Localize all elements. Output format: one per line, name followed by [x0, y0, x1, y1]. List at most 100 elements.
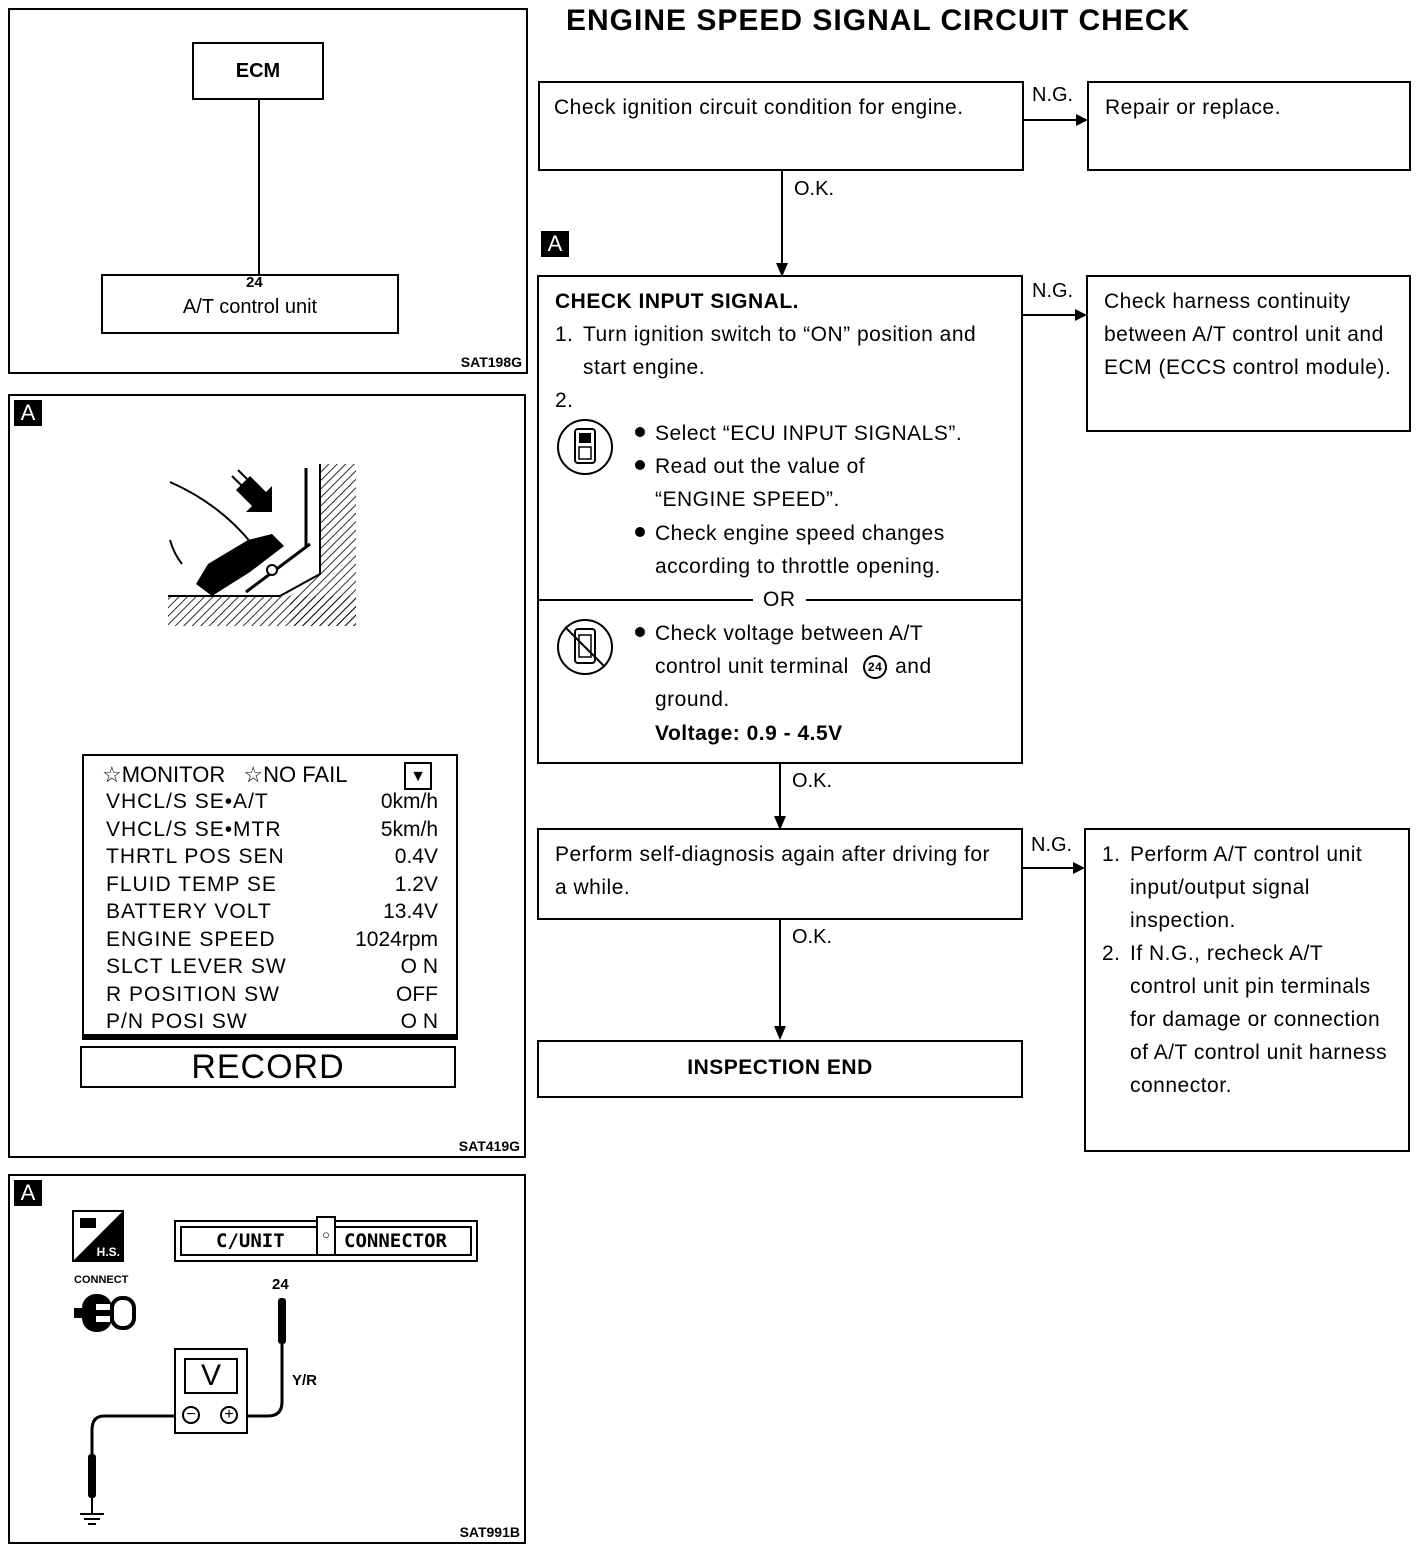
monitor-item-value: OFF	[396, 982, 438, 1006]
monitor-item-label: FLUID TEMP SE	[106, 872, 277, 896]
ng-label: N.G.	[1032, 280, 1074, 302]
monitor-item-label: R POSITION SW	[106, 982, 281, 1006]
monitor-item-value: 1024rpm	[355, 927, 438, 951]
monitor-item-value: 0km/h	[380, 790, 438, 813]
box2-step1-num: 1.	[555, 323, 574, 346]
ng-arrow	[1023, 862, 1085, 874]
bullet-icon	[635, 427, 645, 438]
ref-tag-a: A	[14, 400, 42, 426]
flow-box-repair: Repair or replace.	[1087, 81, 1411, 171]
box2-bullet-2: Read out the value of “ENGINE SPEED”.	[635, 450, 915, 516]
bullet-icon	[635, 460, 645, 471]
box2-bullet-1: Select “ECU INPUT SIGNALS”.	[635, 417, 1015, 450]
flow-text: Check harness continuity between A/T con…	[1104, 290, 1392, 379]
scroll-down-icon[interactable]: ▼	[404, 762, 432, 790]
box2-bullet-4: Check voltage between A/T control unit t…	[635, 617, 995, 716]
monitor-item-value: 1.2V	[394, 872, 438, 896]
bullet-icon	[635, 527, 645, 538]
connect-label: CONNECT	[74, 1274, 129, 1286]
at-control-unit-box: A/T control unit	[101, 274, 399, 334]
accelerator-pedal-illustration	[168, 464, 356, 626]
monitor-item-value: O N	[400, 955, 438, 978]
ok-arrow	[774, 764, 786, 830]
page-title: ENGINE SPEED SIGNAL CIRCUIT CHECK	[566, 4, 1191, 37]
ok-label: O.K.	[792, 926, 833, 948]
figure-id: SAT419G	[458, 1138, 520, 1154]
ng-label: N.G.	[1032, 84, 1074, 106]
flow-text: Perform self-diagnosis again after drivi…	[555, 843, 991, 899]
or-label: OR	[753, 583, 806, 616]
plus-terminal-icon: +	[220, 1406, 238, 1424]
ng-arrow	[1023, 309, 1087, 321]
ng-label: N.G.	[1031, 834, 1073, 856]
box2-step1: Turn ignition switch to “ON” position an…	[583, 323, 977, 379]
figure-id: SAT991B	[459, 1524, 520, 1540]
flow-box-ignition-check: Check ignition circuit condition for eng…	[538, 81, 1024, 171]
flow-box-inspection-end: INSPECTION END	[537, 1040, 1023, 1098]
bullet-icon	[635, 627, 645, 638]
screen-bottom-rule	[84, 1034, 456, 1038]
ecm-wire	[258, 100, 260, 276]
monitor-item-label: THRTL POS SEN	[106, 845, 285, 868]
monitor-header: ☆MONITOR ☆NO FAIL	[102, 762, 347, 788]
ok-arrow	[774, 920, 786, 1040]
ok-label: O.K.	[792, 770, 833, 792]
voltage-spec: Voltage: 0.9 - 4.5V	[655, 722, 843, 745]
ref-tag-a: A	[14, 1180, 42, 1206]
flow-box-signal-inspection: 1.Perform A/T control unit input/output …	[1084, 828, 1410, 1152]
monitor-item-value: 0.4V	[394, 845, 438, 868]
monitor-item-label: ENGINE SPEED	[106, 927, 276, 951]
connector-label: CONNECTOR	[344, 1230, 447, 1252]
record-button[interactable]: RECORD	[80, 1046, 456, 1088]
inspection-step-2: 2.If N.G., recheck A/T control unit pin …	[1102, 942, 1388, 1097]
flow-text: Check ignition circuit condition for eng…	[554, 96, 964, 119]
ref-tag-a: A	[541, 231, 569, 257]
cunit-connector-outline: C/UNIT ○ CONNECTOR	[174, 1216, 478, 1262]
ok-label: O.K.	[794, 178, 835, 200]
ecm-pin-label: 24	[246, 274, 263, 291]
wire-color-label: Y/R	[292, 1372, 318, 1389]
figure-ecm-wiring: ECM 24 A/T control unit SAT198G	[8, 8, 528, 374]
monitor-item-value: O N	[400, 1010, 438, 1033]
star-icon: ☆	[102, 762, 122, 787]
monitor-item-label: SLCT LEVER SW	[106, 955, 287, 978]
cunit-label: C/UNIT	[216, 1230, 285, 1252]
figure-consult-monitor: A ☆MONITOR ☆NO FAIL ▼ VHC	[8, 394, 526, 1158]
connector-latch: ○	[316, 1216, 336, 1256]
ecm-box: ECM	[192, 42, 324, 100]
monitor-item-value: 5km/h	[380, 817, 438, 841]
monitor-item-value: 13.4V	[383, 900, 438, 923]
harness-side-icon: H.S.	[72, 1210, 124, 1262]
flow-text: Repair or replace.	[1105, 96, 1281, 119]
box2-bullet-3: Check engine speed changes according to …	[635, 517, 1015, 583]
monitor-item-label: VHCL/S SE•A/T	[106, 790, 269, 813]
hs-label: H.S.	[96, 1245, 120, 1259]
circuit-tester-icon	[557, 619, 613, 675]
minus-terminal-icon: −	[182, 1406, 200, 1424]
voltmeter: V − +	[174, 1348, 248, 1434]
monitor-item-label: P/N POSI SW	[106, 1010, 248, 1033]
monitor-item-label: VHCL/S SE•MTR	[106, 817, 282, 841]
consult-tester-icon	[557, 419, 613, 475]
star-icon: ☆	[243, 762, 264, 787]
probe-wiring	[80, 1298, 286, 1525]
box2-heading: CHECK INPUT SIGNAL.	[555, 290, 800, 313]
no-fail-label: NO FAIL	[263, 762, 348, 787]
monitor-label: MONITOR	[121, 762, 226, 787]
flow-text: INSPECTION END	[687, 1056, 873, 1079]
terminal-24-badge: 24	[863, 655, 888, 680]
box2-step2-num: 2.	[555, 389, 574, 412]
pin-24-label: 24	[272, 1276, 289, 1293]
monitor-item-label: BATTERY VOLT	[106, 900, 272, 923]
ok-arrow	[776, 171, 788, 277]
inspection-step-1: 1.Perform A/T control unit input/output …	[1102, 843, 1363, 932]
figure-voltage-check: A H.S. CONNECT C/UNIT ○ CONNECTOR 24 Y/R	[8, 1174, 526, 1544]
flow-box-self-diagnosis: Perform self-diagnosis again after drivi…	[537, 828, 1023, 920]
ng-arrow	[1024, 114, 1088, 126]
figure-id: SAT198G	[460, 354, 522, 370]
connector-plug-icon	[74, 1294, 136, 1332]
voltmeter-display: V	[184, 1358, 238, 1394]
flow-box-check-input-signal: CHECK INPUT SIGNAL. 1. Turn ignition swi…	[537, 275, 1023, 764]
flow-box-harness-continuity: Check harness continuity between A/T con…	[1086, 275, 1411, 432]
